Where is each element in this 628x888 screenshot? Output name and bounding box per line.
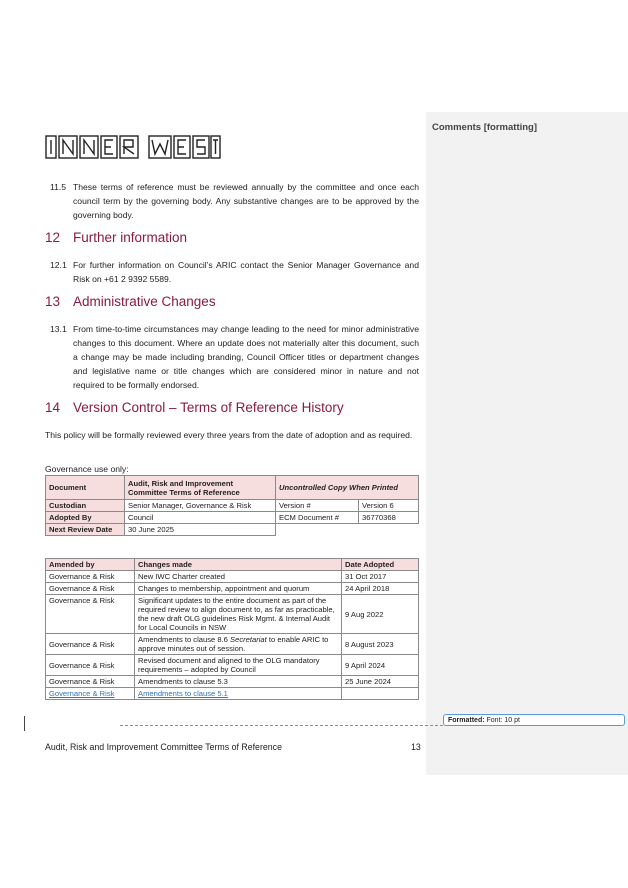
table-row: Governance & Risk Changes to membership,… <box>45 582 419 595</box>
table-row: Governance & Risk Revised document and a… <box>45 654 419 676</box>
changes-cell: Revised document and aligned to the OLG … <box>134 654 342 676</box>
date-cell <box>341 687 419 700</box>
clause-text: These terms of reference must be reviewe… <box>73 182 419 220</box>
change-bar <box>24 716 25 731</box>
column-header: Amended by <box>45 558 135 571</box>
adopted-by-label: Adopted By <box>45 511 125 524</box>
adopted-by-value: Council <box>124 511 276 524</box>
empty-cell <box>359 524 419 536</box>
ecm-value: 36770368 <box>358 511 419 524</box>
version-value: Version 6 <box>358 499 419 512</box>
balloon-label: Formatted: <box>448 717 485 724</box>
document-label: Document <box>45 475 125 500</box>
date-cell: 31 Oct 2017 <box>341 570 419 583</box>
date-cell: 24 April 2018 <box>341 582 419 595</box>
markup-pane-title: Comments [formatting] <box>432 122 538 133</box>
section-number: 13 <box>45 294 61 309</box>
date-cell: 8 August 2023 <box>341 633 419 655</box>
changes-cell: Amendments to clause 5.1 <box>134 687 342 700</box>
document-value: Audit, Risk and Improvement Committee Te… <box>124 475 276 500</box>
amended-by-cell: Governance & Risk <box>45 594 135 634</box>
markup-pane <box>426 112 628 775</box>
footer-title: Audit, Risk and Improvement Committee Te… <box>45 742 282 752</box>
section-heading: Further information <box>73 230 188 245</box>
table-row: Governance & Risk Amendments to clause 8… <box>45 633 419 655</box>
clause-number: 11.5 <box>50 182 67 192</box>
changes-cell: Amendments to clause 8.6 Secretariat to … <box>134 633 342 655</box>
clause-number: 13.1 <box>50 324 67 334</box>
table-row: Governance & Risk Amendments to clause 5… <box>45 675 419 688</box>
next-review-label: Next Review Date <box>45 523 125 536</box>
date-cell: 9 April 2024 <box>341 654 419 676</box>
section-heading: Administrative Changes <box>73 294 216 309</box>
changes-cell: Changes to membership, appointment and q… <box>134 582 342 595</box>
page-number: 13 <box>411 742 421 752</box>
amended-by-cell: Governance & Risk <box>45 633 135 655</box>
custodian-label: Custodian <box>45 499 125 512</box>
document-page <box>0 0 426 888</box>
balloon-text: Font: 10 pt <box>486 717 520 724</box>
custodian-value: Senior Manager, Governance & Risk <box>124 499 276 512</box>
table-row: Governance & Risk New IWC Charter create… <box>45 570 419 583</box>
ecm-label: ECM Document # <box>275 511 359 524</box>
history-table: Amended by Changes made Date Adopted Gov… <box>45 558 419 700</box>
clause-text: From time-to-time circumstances may chan… <box>73 324 419 390</box>
table-row-tracked-change[interactable]: Governance & Risk Amendments to clause 5… <box>45 687 419 700</box>
next-review-value: 30 June 2025 <box>124 523 276 536</box>
section-number: 12 <box>45 230 61 245</box>
column-header: Changes made <box>134 558 342 571</box>
clause-text: For further information on Council’s ARI… <box>73 260 419 284</box>
governance-table: Document Audit, Risk and Improvement Com… <box>45 475 419 536</box>
changes-cell: New IWC Charter created <box>134 570 342 583</box>
comment-connector-line <box>120 725 443 727</box>
amended-by-cell: Governance & Risk <box>45 675 135 688</box>
governance-use-label: Governance use only: <box>45 464 129 474</box>
uncontrolled-copy-label: Uncontrolled Copy When Printed <box>275 475 419 500</box>
formatting-balloon[interactable]: Formatted: Font: 10 pt <box>443 714 625 726</box>
version-label: Version # <box>275 499 359 512</box>
section-number: 14 <box>45 400 61 415</box>
inner-west-logo <box>45 135 221 159</box>
amended-by-cell: Governance & Risk <box>45 570 135 583</box>
section-heading: Version Control – Terms of Reference His… <box>73 400 344 415</box>
date-cell: 25 June 2024 <box>341 675 419 688</box>
intro-paragraph: This policy will be formally reviewed ev… <box>45 430 413 440</box>
amended-by-cell: Governance & Risk <box>45 687 135 700</box>
column-header: Date Adopted <box>341 558 419 571</box>
changes-cell: Amendments to clause 5.3 <box>134 675 342 688</box>
amended-by-cell: Governance & Risk <box>45 654 135 676</box>
date-cell: 9 Aug 2022 <box>341 594 419 634</box>
clause-number: 12.1 <box>50 260 67 270</box>
table-row: Governance & Risk Significant updates to… <box>45 594 419 634</box>
changes-cell: Significant updates to the entire docume… <box>134 594 342 634</box>
amended-by-cell: Governance & Risk <box>45 582 135 595</box>
empty-cell <box>276 524 359 536</box>
